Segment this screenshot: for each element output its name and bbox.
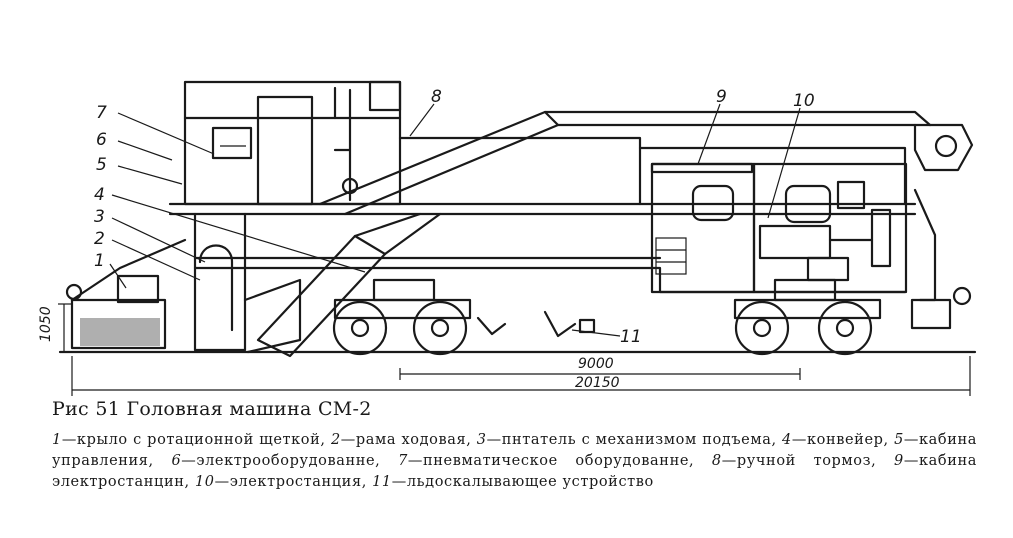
legend-number: 4: [782, 432, 792, 448]
callout-11: 11: [620, 327, 642, 347]
figure-legend: 1—крыло с ротационной щеткой, 2—рама ход…: [52, 430, 977, 493]
dimension-length: 20150: [575, 375, 620, 391]
callout-3: 3: [94, 207, 105, 227]
figure-title: Рис 51 Головная машина СМ-2: [52, 398, 372, 420]
legend-text: —конвейер,: [791, 432, 895, 448]
machine-drawing: 1 2 3 4 5 6 7 8 9 10 11 1050 9000 20150: [38, 80, 977, 396]
legend-text: —электростанция,: [214, 474, 373, 490]
brush-wing: [65, 238, 187, 350]
legend-text: —кабина электростанцин,: [52, 453, 977, 490]
legend-text: —крыло с ротационной щеткой,: [61, 432, 331, 448]
legend-text: —пнтатель с механизмом подъема,: [486, 432, 783, 448]
dimension-wheelbase: 9000: [578, 356, 614, 372]
main-frame: [168, 136, 917, 294]
control-cab: [183, 80, 402, 206]
conveyor: [256, 110, 932, 358]
front-bogie: [332, 278, 472, 356]
legend-number: 5: [894, 432, 904, 448]
legend-number: 6: [171, 453, 182, 469]
legend-text: —рама ходовая,: [340, 432, 477, 448]
legend-number: 11: [372, 474, 392, 490]
dimension-lines: [58, 303, 971, 396]
legend-number: 10: [194, 474, 215, 490]
callout-8: 8: [431, 87, 442, 107]
legend-number: 1: [52, 432, 62, 448]
legend-number: 7: [398, 453, 408, 469]
callout-6: 6: [96, 130, 107, 150]
legend-text: —кабина управления,: [52, 432, 978, 469]
legend-text: —льдоскалывающее устройство: [391, 474, 654, 490]
legend-number: 8: [711, 453, 722, 469]
legend-number: 9: [894, 453, 904, 469]
dimension-height: 1050: [38, 306, 54, 342]
callout-1: 1: [94, 251, 105, 271]
rear-end: [910, 123, 974, 330]
callout-4: 4: [94, 185, 105, 205]
callout-10: 10: [793, 91, 815, 111]
legend-text: —пневматическое оборудованне,: [407, 453, 712, 469]
ice-breaker: [476, 310, 596, 338]
legend-number: 3: [476, 432, 487, 448]
callout-2: 2: [94, 229, 105, 249]
callout-leaders: [109, 103, 801, 337]
callout-9: 9: [716, 87, 727, 107]
callout-5: 5: [96, 155, 107, 175]
power-station-cab: [650, 162, 908, 294]
rear-bogie: [733, 278, 882, 356]
legend-text: —электрооборудованне,: [181, 453, 399, 469]
callout-7: 7: [96, 103, 107, 123]
callout-labels: 1 2 3 4 5 6 7 8 9 10 11: [94, 87, 815, 347]
legend-text: —ручной тормоз,: [721, 453, 895, 469]
feeder: [193, 212, 302, 354]
legend-number: 2: [330, 432, 341, 448]
